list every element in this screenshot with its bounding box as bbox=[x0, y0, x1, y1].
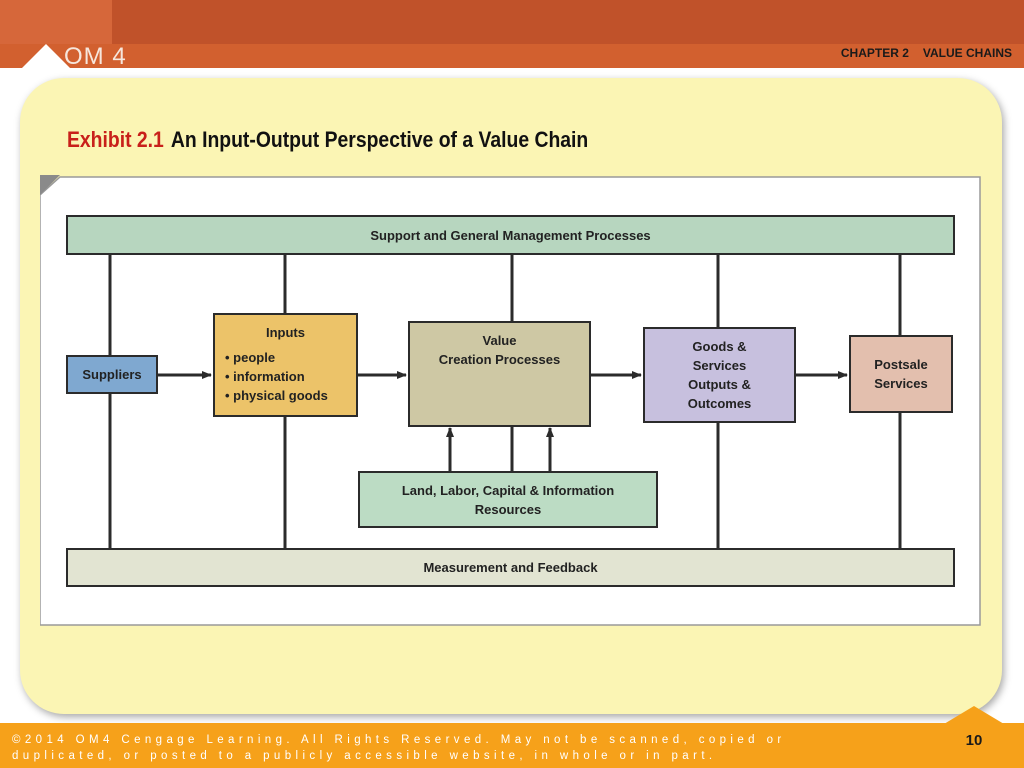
measurement-feedback-label: Measurement and Feedback bbox=[423, 560, 598, 575]
page-tab-triangle-icon bbox=[944, 706, 1004, 724]
figure-frame-shade bbox=[40, 175, 60, 195]
resources-box: Land, Labor, Capital & Information Resou… bbox=[358, 471, 658, 528]
measurement-feedback-bar: Measurement and Feedback bbox=[66, 548, 955, 587]
exhibit-number: Exhibit 2.1 bbox=[67, 127, 164, 152]
support-processes-label: Support and General Management Processes bbox=[370, 227, 651, 243]
chapter-heading: CHAPTER 2 VALUE CHAINS bbox=[841, 46, 1012, 60]
chapter-label: CHAPTER 2 bbox=[840, 46, 909, 60]
support-processes-bar: Support and General Management Processes bbox=[66, 215, 955, 255]
goods-services-label: Goods & Services Outputs & Outcomes bbox=[687, 339, 752, 411]
suppliers-label: Suppliers bbox=[82, 367, 142, 382]
goods-services-box: Goods & Services Outputs & Outcomes bbox=[643, 327, 796, 423]
header-tab bbox=[0, 0, 112, 44]
suppliers-box: Suppliers bbox=[66, 355, 158, 394]
postsale-services-label: Postsale Services bbox=[874, 357, 928, 391]
resources-label: Land, Labor, Capital & Information Resou… bbox=[401, 482, 615, 517]
chapter-title: VALUE CHAINS bbox=[922, 46, 1012, 60]
header-band bbox=[0, 0, 1024, 68]
value-creation-label: Value Creation Processes bbox=[438, 333, 561, 367]
value-chain-diagram: Support and General Management Processes… bbox=[40, 175, 982, 627]
inputs-title: Inputs bbox=[266, 325, 305, 340]
exhibit-caption: An Input-Output Perspective of a Value C… bbox=[170, 127, 589, 152]
inputs-item: • people bbox=[225, 350, 276, 365]
logo-triangle-icon bbox=[22, 44, 70, 68]
footer-band bbox=[0, 723, 1024, 768]
inputs-item: • information bbox=[225, 369, 305, 384]
copyright-notice: ©2014 OM4 Cengage Learning. All Rights R… bbox=[12, 734, 786, 762]
inputs-box: Inputs • people • information • physical… bbox=[213, 313, 358, 417]
header-stripe bbox=[0, 44, 1024, 68]
value-creation-box: Value Creation Processes bbox=[408, 321, 591, 427]
postsale-services-box: Postsale Services bbox=[849, 335, 953, 413]
page-number: 10 bbox=[965, 732, 983, 749]
logo-text: OM 4 bbox=[64, 43, 127, 70]
inputs-item: • physical goods bbox=[225, 388, 328, 403]
